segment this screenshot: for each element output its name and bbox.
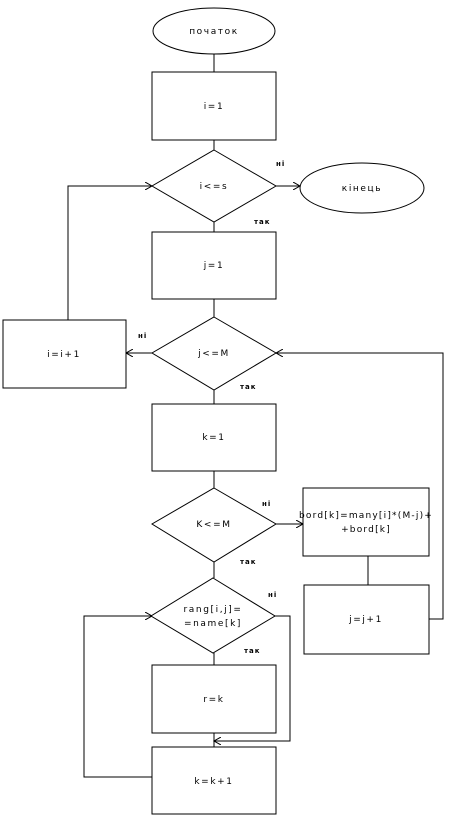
rang-label-line2: =name[k] (184, 619, 242, 629)
bord-label-line2: +bord[k] (341, 525, 391, 535)
i-init-label: i=1 (204, 102, 225, 112)
cond-j-yes-marker: так (240, 383, 257, 391)
bord-process (302, 487, 430, 557)
r-assign-label: r=k (203, 695, 224, 705)
cond-k-decision (151, 487, 277, 563)
cond-j-decision (151, 316, 277, 391)
cond-k-yes-marker: так (240, 558, 257, 566)
k-init-label: k=1 (202, 433, 225, 443)
cond-j-no-marker: ні (138, 332, 147, 340)
i-inc-label: i=i+1 (47, 350, 81, 360)
end-label: кінець (342, 184, 382, 194)
start-label: початок (189, 27, 239, 37)
start-terminal (152, 7, 276, 55)
cond-i-no-marker: ні (276, 160, 285, 168)
cond-i-yes-marker: так (254, 218, 271, 226)
j-init-label: j=1 (203, 261, 225, 271)
bord-label-line1: bord[k]=many[i]*(M-j)+ (299, 511, 433, 521)
k-inc-label: k=k+1 (194, 777, 233, 787)
cond-k-label: K<=M (196, 520, 231, 530)
edge-i-inc-loop (67, 186, 152, 320)
connectors (67, 54, 444, 778)
k-inc-process (151, 746, 277, 815)
edge-cond-rang-no (214, 615, 291, 741)
cond-rang-yes-marker: так (244, 647, 261, 655)
j-inc-process (303, 584, 430, 655)
j-inc-label: j=j+1 (348, 615, 383, 625)
j-init-process (151, 231, 277, 300)
edge-j-inc-loop (276, 353, 444, 620)
i-init-process (151, 71, 277, 141)
k-init-process (151, 403, 277, 472)
end-terminal (299, 162, 425, 214)
i-inc-process (2, 319, 127, 389)
cond-j-label: j<=M (197, 349, 230, 359)
r-assign-process (151, 664, 277, 734)
edge-k-inc-loop (83, 616, 152, 778)
cond-rang-decision (150, 577, 276, 654)
cond-i-label: i<=s (200, 182, 229, 192)
cond-k-no-marker: ні (262, 500, 271, 508)
rang-label-line1: rang[i,j]= (183, 605, 242, 615)
cond-rang-no-marker: ні (268, 591, 277, 599)
cond-i-decision (151, 149, 277, 223)
